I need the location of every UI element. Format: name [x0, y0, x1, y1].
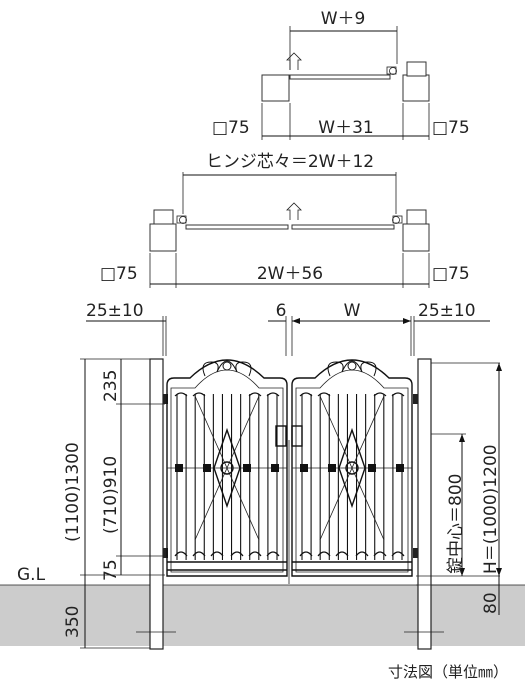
leaf-plan-left — [185, 224, 289, 230]
middle-label: (710)910 — [101, 456, 121, 534]
hinge-plan-left-icon — [179, 216, 187, 224]
lock-icon — [275, 425, 303, 584]
plan-view-double: ヒンジ芯々＝2W＋12 □75 2W＋56 □75 — [100, 152, 470, 288]
double-sq-right-label: □75 — [432, 264, 470, 284]
single-width-label: W＋31 — [318, 118, 373, 138]
swing-arrow-icon — [286, 52, 302, 70]
gate-leaf-left — [166, 359, 288, 577]
post-left — [149, 358, 164, 650]
gap-center-label: 6 — [276, 301, 287, 321]
hinge-left-top — [163, 394, 168, 404]
gap-left-label: 25±10 — [86, 301, 144, 321]
hinge-pitch-label: ヒンジ芯々＝2W＋12 — [206, 152, 374, 172]
hinge-right-top — [413, 394, 418, 404]
post-plan-right — [402, 74, 430, 102]
caption: 寸法図（単位㎜） — [388, 663, 508, 681]
lower-label: 75 — [101, 559, 121, 581]
hinge-left-bottom — [163, 548, 168, 558]
elevation-top-dims: 25±10 6 W 25±10 — [86, 301, 490, 356]
left-vertical-dims: (1100)1300 235 (710)910 75 G.L 350 — [17, 358, 165, 649]
hinge-plan-icon — [389, 67, 397, 75]
ground-band — [0, 585, 525, 646]
right-vertical-dims: 錠中心＝800 H＝(1000)1200 80 — [416, 362, 502, 615]
leaf-width-label: W — [344, 301, 361, 321]
hinge-plan-right-icon — [392, 216, 400, 224]
plan-view-single: W＋9 □75 W＋31 □75 — [212, 9, 470, 140]
post-plan-left — [261, 74, 290, 102]
post-right — [417, 358, 432, 650]
lock-center-label: 錠中心＝800 — [446, 474, 466, 574]
gate-leaf-right — [291, 359, 413, 577]
double-sq-left-label: □75 — [100, 264, 138, 284]
gl-label: G.L — [17, 565, 46, 585]
upper-label: 235 — [101, 370, 121, 402]
elevation-posts — [136, 358, 444, 650]
leaf-plan-right — [291, 224, 395, 230]
top-width-label: W＋9 — [321, 9, 366, 29]
depth-label: 350 — [63, 606, 83, 638]
leaf-plan — [289, 74, 391, 80]
post-plan-double-left — [149, 223, 177, 252]
single-sq-left-label: □75 — [212, 118, 250, 138]
post-total-label: (1100)1300 — [63, 442, 83, 542]
ground-gap-label: 80 — [481, 592, 501, 614]
post-plan-double-right — [402, 223, 430, 252]
gap-right-label: 25±10 — [418, 301, 476, 321]
swing-arrow-double-icon — [286, 202, 302, 220]
hinge-right-bottom — [413, 548, 418, 558]
single-sq-right-label: □75 — [432, 118, 470, 138]
double-width-label: 2W＋56 — [257, 264, 323, 284]
height-label: H＝(1000)1200 — [481, 444, 501, 574]
